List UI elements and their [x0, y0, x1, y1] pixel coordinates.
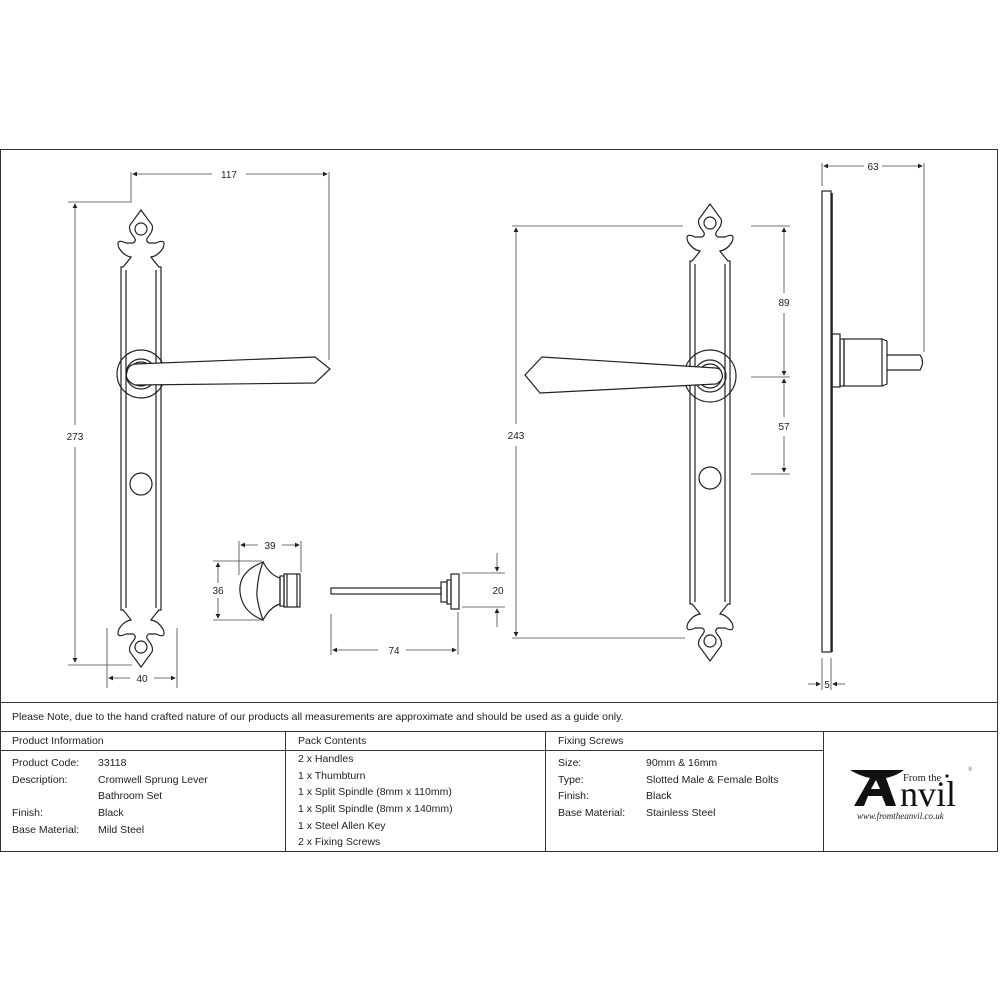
logo-from-the: From the: [903, 773, 942, 784]
svg-text:273: 273: [67, 432, 84, 443]
thumbturn-drawing: [239, 560, 301, 622]
column-divider: [285, 731, 286, 852]
column-divider: [545, 731, 546, 852]
product-info-row: Bathroom Set: [98, 790, 163, 803]
product-information-section: Product Information Product Code:33118 D…: [0, 731, 285, 852]
spec-table: Product Information Product Code:33118 D…: [0, 731, 998, 852]
logo-brand: nvil: [900, 774, 956, 814]
fixing-row: Type:Slotted Male & Female Bolts: [558, 773, 779, 786]
svg-text:57: 57: [778, 422, 790, 433]
fixing-screws-section: Fixing Screws Size:90mm & 16mm Type:Slot…: [546, 731, 823, 852]
svg-text:20: 20: [492, 586, 504, 597]
product-info-row: Base Material:Mild Steel: [12, 823, 145, 836]
pack-item: 1 x Split Spindle (8mm x 110mm): [298, 786, 452, 799]
spindle-drawing: [330, 573, 460, 610]
svg-text:89: 89: [778, 298, 790, 309]
fixing-row: Finish:Black: [558, 790, 672, 803]
thumbturn-dimensions: [213, 541, 302, 621]
right-dimensions: [512, 225, 790, 639]
pack-item: 1 x Steel Allen Key: [298, 819, 386, 832]
anvil-icon: From the nvil ® www.fromtheanvil.co.uk: [850, 766, 973, 821]
svg-text:117: 117: [221, 170, 237, 181]
pack-contents-section: Pack Contents 2 x Handles 1 x Thumbturn …: [286, 731, 545, 852]
svg-text:39: 39: [264, 541, 276, 552]
pack-item: 2 x Fixing Screws: [298, 836, 381, 849]
left-backplate: [117, 209, 165, 668]
drawing-frame: [0, 149, 998, 852]
svg-text:63: 63: [867, 162, 879, 173]
left-dimensions: [68, 171, 330, 688]
product-info-row: Description:Cromwell Sprung Lever: [12, 773, 208, 786]
measurement-note: Please Note, due to the hand crafted nat…: [0, 702, 998, 732]
spindle-dimensions: [330, 553, 505, 655]
svg-text:®: ®: [968, 766, 973, 773]
pack-item: 2 x Handles: [298, 753, 354, 765]
product-info-row: Finish:Black: [12, 807, 124, 820]
left-lever: [116, 349, 331, 399]
side-view-drawing: [821, 190, 924, 653]
svg-text:5: 5: [824, 680, 830, 691]
pack-item: 1 x Thumbturn: [298, 769, 366, 782]
svg-text:74: 74: [388, 646, 400, 657]
side-view-dimensions: [808, 163, 925, 690]
logo-url: www.fromtheanvil.co.uk: [857, 811, 945, 821]
right-backplate: [686, 203, 734, 662]
product-information-header: Product Information: [0, 731, 285, 751]
pack-item: 1 x Split Spindle (8mm x 140mm): [298, 803, 453, 816]
pack-contents-header: Pack Contents: [286, 731, 545, 751]
product-info-row: Product Code:33118: [12, 757, 127, 769]
fixing-screws-header: Fixing Screws: [546, 731, 823, 751]
fixing-row: Size:90mm & 16mm: [558, 757, 718, 769]
svg-text:243: 243: [508, 431, 525, 442]
anvil-logo: From the nvil ® www.fromtheanvil.co.uk: [824, 731, 998, 852]
svg-text:36: 36: [212, 586, 224, 597]
technical-drawing: 117 273 40 39 36 74 20: [67, 162, 925, 691]
svg-text:40: 40: [136, 674, 148, 685]
right-lever: [524, 349, 737, 403]
fixing-row: Base Material:Stainless Steel: [558, 807, 716, 820]
column-divider: [823, 731, 824, 852]
